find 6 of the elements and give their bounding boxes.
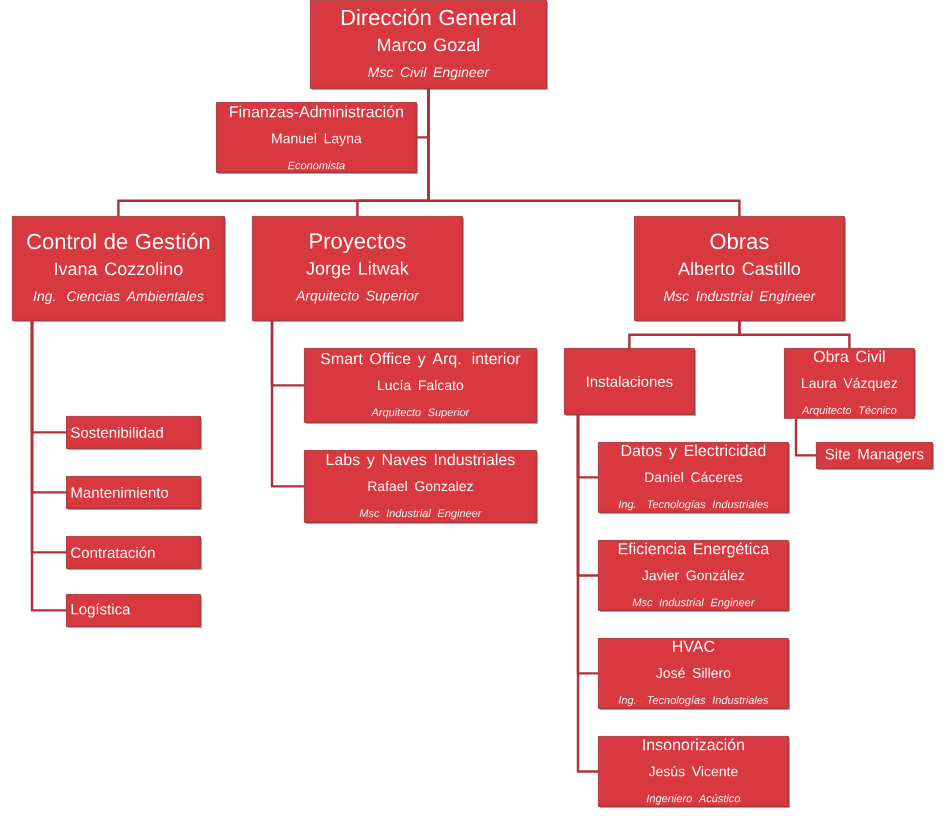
connector [427,88,741,216]
connector [30,320,66,612]
connector [794,418,816,457]
connector [270,320,304,488]
connector [576,414,598,773]
connector [738,320,851,348]
